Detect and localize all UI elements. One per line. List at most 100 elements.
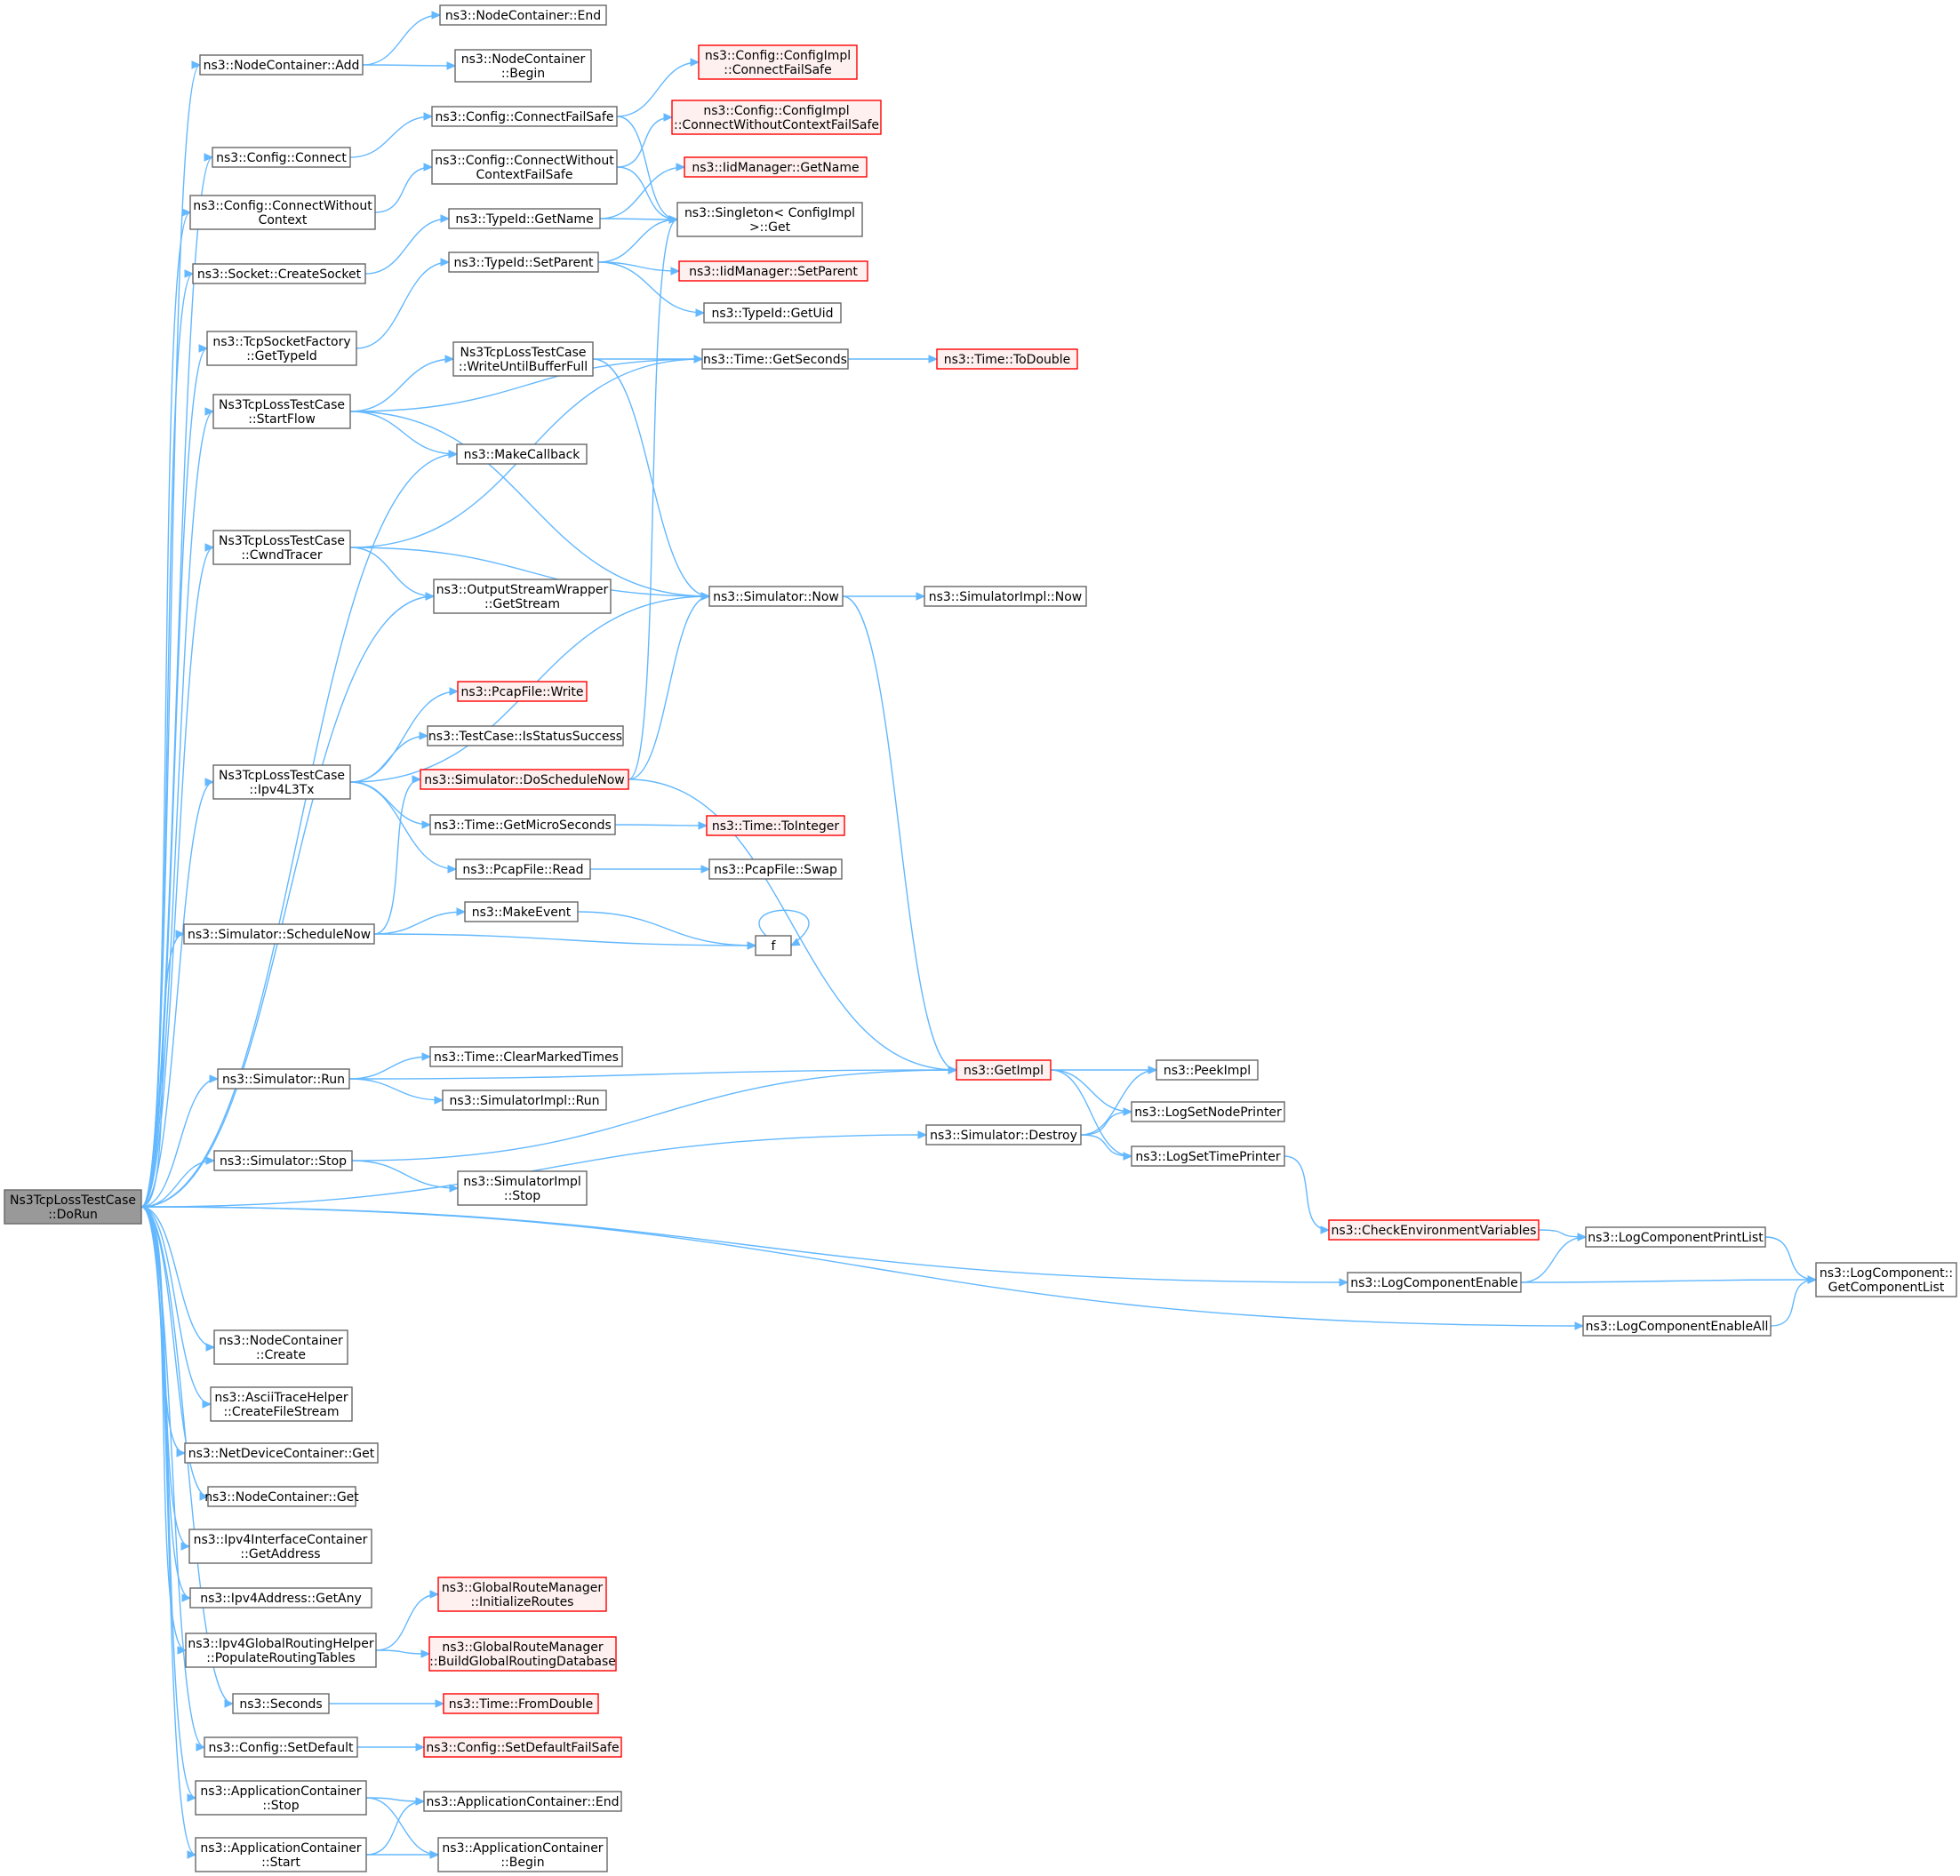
node-ndcget[interactable]: ns3::NetDeviceContainer::Get bbox=[184, 1442, 379, 1464]
node-ipv4-icget-addr[interactable]: ns3::Ipv4InterfaceContainer::GetAddress bbox=[188, 1529, 372, 1564]
node-box bbox=[698, 44, 858, 80]
node-nccreate[interactable]: ns3::NodeContainer::Create bbox=[213, 1329, 348, 1365]
node-time-get-seconds[interactable]: ns3::Time::GetSeconds bbox=[701, 348, 849, 370]
edge-line bbox=[349, 781, 431, 826]
node-socket-create[interactable]: ns3::Socket::CreateSocket bbox=[192, 263, 366, 284]
node-box bbox=[437, 1577, 607, 1612]
node-acbegin[interactable]: ns3::ApplicationContainer::Begin bbox=[437, 1837, 608, 1872]
node-label: ns3::Config::ConnectWithout bbox=[193, 199, 372, 213]
node-label: ns3::TypeId::GetName bbox=[455, 212, 593, 227]
node-box bbox=[706, 815, 845, 836]
node-is-status-success[interactable]: ns3::TestCase::IsStatusSuccess bbox=[427, 725, 624, 746]
node-oswget-stream[interactable]: ns3::OutputStreamWrapper::GetStream bbox=[433, 579, 612, 614]
node-seconds[interactable]: ns3::Seconds bbox=[232, 1693, 330, 1714]
edge-do-schedule-now-to-singleton-get bbox=[628, 215, 679, 780]
node-type-id-get-name[interactable]: ns3::TypeId::GetName bbox=[448, 208, 601, 229]
node-start-flow[interactable]: Ns3TcpLossTestCase::StartFlow bbox=[212, 394, 351, 429]
node-label: ns3::Config::SetDefault bbox=[208, 1741, 354, 1755]
node-label: ns3::Config::SetDefaultFailSafe bbox=[426, 1741, 619, 1755]
node-pcap-read[interactable]: ns3::PcapFile::Read bbox=[455, 858, 591, 880]
node-log-comp-print-list[interactable]: ns3::LogComponentPrintList bbox=[1585, 1226, 1766, 1248]
node-acend[interactable]: ns3::ApplicationContainer::End bbox=[423, 1791, 622, 1812]
node-time-to-double[interactable]: ns3::Time::ToDouble bbox=[936, 348, 1078, 370]
node-cfg-connect-fs[interactable]: ns3::Config::ConnectFailSafe bbox=[431, 106, 618, 127]
node-cfg-set-default[interactable]: ns3::Config::SetDefault bbox=[204, 1736, 358, 1758]
node-label: ns3::Ipv4InterfaceContainer bbox=[194, 1533, 368, 1547]
node-pcap-swap[interactable]: ns3::PcapFile::Swap bbox=[708, 858, 843, 880]
node-cfg-connect[interactable]: ns3::Config::Connect bbox=[212, 147, 351, 168]
node-ncbegin[interactable]: ns3::NodeContainer::Begin bbox=[454, 49, 592, 83]
node-grmbuild[interactable]: ns3::GlobalRouteManager::BuildGlobalRout… bbox=[428, 1636, 617, 1672]
node-label: Context bbox=[259, 213, 308, 228]
node-cwnd-tracer[interactable]: Ns3TcpLossTestCase::CwndTracer bbox=[212, 530, 351, 565]
node-sim-impl-now[interactable]: ns3::SimulatorImpl::Now bbox=[924, 586, 1087, 607]
node-tcp-sfget-type-id[interactable]: ns3::TcpSocketFactory::GetTypeId bbox=[206, 331, 357, 366]
node-log-comp-enable[interactable]: ns3::LogComponentEnable bbox=[1347, 1272, 1522, 1293]
node-do-run[interactable]: Ns3TcpLossTestCase::DoRun bbox=[4, 1189, 142, 1225]
edge-line bbox=[348, 1078, 444, 1101]
node-peek-impl[interactable]: ns3::PeekImpl bbox=[1156, 1059, 1259, 1081]
edge-schedule-now-to-f bbox=[373, 933, 757, 950]
edge-arrowhead bbox=[663, 113, 674, 122]
node-pcap-write[interactable]: ns3::PcapFile::Write bbox=[457, 681, 588, 702]
node-ipv4-l3-tx[interactable]: Ns3TcpLossTestCase::Ipv4L3Tx bbox=[212, 764, 351, 800]
node-check-env[interactable]: ns3::CheckEnvironmentVariables bbox=[1328, 1219, 1540, 1241]
node-type-id-set-parent[interactable]: ns3::TypeId::SetParent bbox=[448, 251, 599, 273]
edge-arrowhead bbox=[175, 930, 186, 938]
node-label: ns3::MakeEvent bbox=[472, 906, 572, 920]
node-log-comp-get-list[interactable]: ns3::LogComponent::GetComponentList bbox=[1815, 1262, 1957, 1297]
node-cfg-connect-wc[interactable]: ns3::Config::ConnectWithoutContext bbox=[189, 195, 376, 230]
node-write-until[interactable]: Ns3TcpLossTestCase::WriteUntilBufferFull bbox=[452, 341, 594, 377]
node-log-set-time[interactable]: ns3::LogSetTimePrinter bbox=[1131, 1146, 1285, 1167]
edge-do-run-to-sim-run bbox=[140, 1074, 220, 1208]
node-log-set-node[interactable]: ns3::LogSetNodePrinter bbox=[1131, 1101, 1285, 1122]
edge-line bbox=[140, 547, 214, 1208]
edge-do-run-to-socket-create bbox=[140, 269, 195, 1208]
node-log-comp-enable-all[interactable]: ns3::LogComponentEnableAll bbox=[1582, 1315, 1772, 1337]
node-do-schedule-now[interactable]: ns3::Simulator::DoScheduleNow bbox=[420, 769, 629, 790]
node-label: ns3::Ipv4Address::GetAny bbox=[200, 1592, 362, 1606]
node-sim-impl-stop[interactable]: ns3::SimulatorImpl::Stop bbox=[457, 1170, 588, 1206]
node-type-id-get-uid[interactable]: ns3::TypeId::GetUid bbox=[703, 302, 842, 323]
node-cfg-connect-wcfs[interactable]: ns3::Config::ConnectWithoutContextFailSa… bbox=[431, 149, 618, 185]
node-sim-now[interactable]: ns3::Simulator::Now bbox=[708, 586, 844, 607]
node-sim-impl-run[interactable]: ns3::SimulatorImpl::Run bbox=[442, 1090, 607, 1111]
node-singleton-get[interactable]: ns3::Singleton< ConfigImpl>::Get bbox=[676, 202, 863, 237]
node-ipv4-grhpopulate[interactable]: ns3::Ipv4GlobalRoutingHelper::PopulateRo… bbox=[185, 1633, 377, 1668]
node-box bbox=[684, 156, 868, 178]
edge-arrowhead bbox=[425, 592, 436, 601]
edge-line bbox=[365, 1800, 425, 1856]
node-time-to-integer[interactable]: ns3::Time::ToInteger bbox=[706, 815, 845, 836]
node-make-callback[interactable]: ns3::MakeCallback bbox=[456, 443, 588, 465]
node-acstart[interactable]: ns3::ApplicationContainer::Start bbox=[195, 1837, 367, 1872]
node-grminit[interactable]: ns3::GlobalRouteManager::InitializeRoute… bbox=[437, 1577, 607, 1612]
node-box bbox=[212, 530, 351, 565]
node-acstop[interactable]: ns3::ApplicationContainer::Stop bbox=[195, 1780, 367, 1816]
node-sim-destroy[interactable]: ns3::Simulator::Destroy bbox=[925, 1124, 1082, 1146]
node-ncadd[interactable]: ns3::NodeContainer::Add bbox=[199, 54, 364, 76]
edge-do-run-to-tcp-sfget-type-id bbox=[140, 344, 209, 1208]
node-clear-marked[interactable]: ns3::Time::ClearMarkedTimes bbox=[429, 1046, 623, 1067]
node-cfg-impl-connect-wcfs[interactable]: ns3::Config::ConfigImpl::ConnectWithoutC… bbox=[671, 100, 882, 135]
node-ascii-create[interactable]: ns3::AsciiTraceHelper::CreateFileStream bbox=[210, 1386, 353, 1422]
node-schedule-now[interactable]: ns3::Simulator::ScheduleNow bbox=[183, 923, 375, 945]
edge-arrowhead bbox=[421, 1052, 432, 1061]
node-cfg-set-default-fs[interactable]: ns3::Config::SetDefaultFailSafe bbox=[423, 1736, 622, 1758]
node-box bbox=[429, 814, 616, 835]
node-make-event[interactable]: ns3::MakeEvent bbox=[464, 901, 579, 922]
node-f[interactable]: f bbox=[755, 935, 792, 956]
node-sim-run[interactable]: ns3::Simulator::Run bbox=[217, 1068, 350, 1090]
node-cfg-impl-connect-fs[interactable]: ns3::Config::ConfigImpl::ConnectFailSafe bbox=[698, 44, 858, 80]
node-time-get-micro[interactable]: ns3::Time::GetMicroSeconds bbox=[429, 814, 616, 835]
node-time-from-double[interactable]: ns3::Time::FromDouble bbox=[443, 1693, 599, 1714]
node-ncend[interactable]: ns3::NodeContainer::End bbox=[439, 4, 607, 26]
node-sim-stop[interactable]: ns3::Simulator::Stop bbox=[213, 1150, 353, 1171]
node-iid-get-name[interactable]: ns3::IidManager::GetName bbox=[684, 156, 868, 178]
node-ncget[interactable]: ns3::NodeContainer::Get bbox=[204, 1486, 359, 1507]
edge-sim-destroy-to-peek-impl bbox=[1080, 1066, 1158, 1136]
node-get-impl[interactable]: ns3::GetImpl bbox=[956, 1059, 1052, 1081]
node-ipv4-addr-get-any[interactable]: ns3::Ipv4Address::GetAny bbox=[189, 1587, 372, 1609]
edge-arrowhead bbox=[429, 1850, 440, 1859]
node-iid-set-parent[interactable]: ns3::IidManager::SetParent bbox=[678, 260, 868, 282]
edge-arrowhead bbox=[204, 778, 215, 786]
